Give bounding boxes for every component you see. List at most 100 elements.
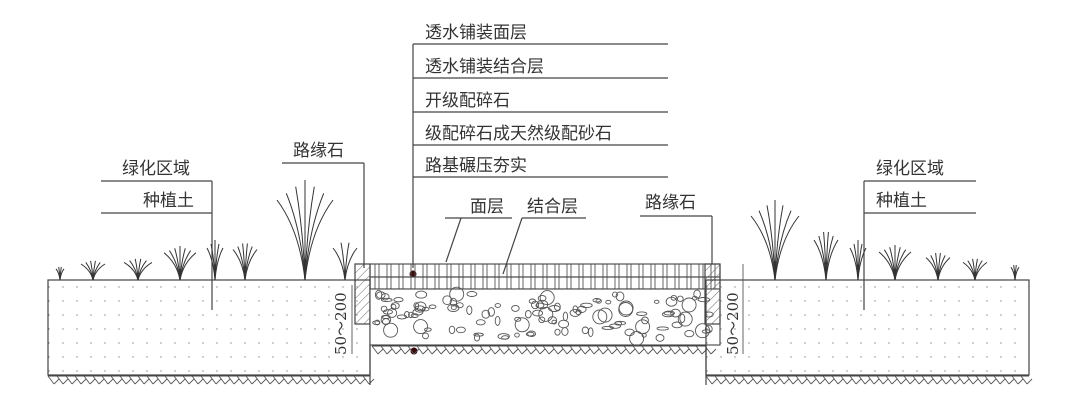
ground-hatch-mark (398, 345, 411, 355)
ground-hatch-mark (714, 375, 727, 385)
ground-hatch-mark (659, 345, 672, 355)
ground-hatch-mark (488, 345, 501, 355)
gravel-stone (531, 300, 540, 310)
layer-callout: 透水铺装面层 透水铺装结合层 开级配碎石 级配碎石成天然级配砂石 路基碾压夯实 (407, 23, 668, 355)
gravel-stone (525, 331, 535, 337)
ground-hatch-mark (254, 375, 267, 385)
ground-hatch-mark (903, 375, 916, 385)
bedding-leader (502, 217, 523, 275)
gravel-stone (569, 308, 581, 317)
plant-leaf (214, 247, 224, 281)
ground-hatch-mark (272, 375, 285, 385)
ground-hatch-mark (885, 375, 898, 385)
surface-leader (445, 217, 462, 263)
ground-hatch-mark (227, 375, 240, 385)
gravel-stone (414, 301, 427, 312)
ground-hatch-mark (578, 345, 591, 355)
ground-hatch-mark (849, 375, 862, 385)
gravel-stone (473, 333, 481, 342)
gravel-stone (404, 311, 410, 319)
right-green-area: 绿化区域 种植土 50～200 (705, 159, 1033, 385)
ground-hatch-mark (182, 375, 195, 385)
ground-hatch-mark (804, 375, 817, 385)
left-curb-label: 路缘石 (293, 141, 344, 161)
gravel-stone (580, 302, 593, 309)
plant-leaf (974, 261, 988, 281)
ground-hatch-mark (443, 345, 456, 355)
ground-hatch-mark (867, 375, 880, 385)
right-soil-label: 种植土 (876, 191, 927, 211)
ground-hatch-mark (813, 375, 826, 385)
gravel-stones (372, 286, 714, 346)
plant-leaf (137, 261, 153, 281)
gravel-stone (494, 303, 501, 308)
ground-hatch-mark (975, 375, 988, 385)
gravel-stone (635, 319, 651, 335)
plant-leaf (825, 239, 839, 281)
callout-label-open-graded: 开级配碎石 (425, 91, 510, 111)
left-planting-soil (47, 279, 371, 376)
gravel-stone (455, 302, 464, 309)
ground-hatch-mark (452, 345, 465, 355)
ground-hatch-mark (425, 345, 438, 355)
ground-hatch-mark (155, 375, 168, 385)
gravel-stone (514, 316, 522, 322)
ground-hatch-mark (1011, 375, 1024, 385)
gravel-stone (554, 328, 561, 336)
callout-label-subgrade: 路基碾压夯实 (425, 156, 527, 176)
plant-leaf (179, 252, 197, 281)
plant-leaf (276, 199, 306, 281)
ground-hatch-mark (461, 345, 474, 355)
ground-hatch-mark (470, 345, 483, 355)
ground-hatch-mark (822, 375, 835, 385)
ground-hatch-mark (236, 375, 249, 385)
gravel-stone (380, 315, 392, 325)
right-planting-soil (705, 279, 1030, 376)
gravel-stone (382, 309, 393, 315)
gravel-stone (487, 307, 495, 317)
bedding-layer (369, 276, 721, 290)
gravel-stone (481, 309, 491, 319)
gravel-stone (447, 303, 460, 312)
gravel-stone (396, 314, 408, 320)
ground-hatch-mark (677, 345, 690, 355)
ground-hatch-mark (912, 375, 925, 385)
plant-leaf (774, 215, 800, 281)
gravel-stone (537, 294, 547, 302)
ground-hatch-mark (641, 345, 654, 355)
gravel-stone (383, 322, 399, 338)
ground-hatch-mark (56, 375, 69, 385)
ground-hatch-mark (308, 375, 321, 385)
gravel-stone (422, 332, 429, 340)
ground-hatch-mark (750, 375, 763, 385)
gravel-stone (374, 289, 383, 300)
ground-hatch-mark (560, 345, 573, 355)
gravel-stone (448, 325, 456, 335)
gravel-stone (536, 299, 549, 310)
plant-leaf (59, 268, 65, 281)
gravel-stone (408, 311, 414, 319)
ground-hatch-mark (605, 345, 618, 355)
ground-hatch-mark (245, 375, 258, 385)
gravel-stone (380, 305, 388, 313)
ground-hatch-mark (317, 375, 330, 385)
gravel-stone (374, 319, 381, 326)
ground-hatch-mark (164, 375, 177, 385)
ground-hatch-mark (371, 345, 384, 355)
gravel-stone (414, 305, 426, 313)
ground-hatch-mark (65, 375, 78, 385)
ground-hatch-mark (173, 375, 186, 385)
gravel-stone (561, 327, 569, 336)
gravel-stone (581, 326, 589, 335)
gravel-stone (442, 295, 453, 306)
gravel-stone (618, 300, 634, 316)
ground-hatch-mark (389, 345, 402, 355)
gravel-stone (605, 299, 612, 305)
gravel-stone (511, 304, 520, 312)
ground-hatch-mark (732, 375, 745, 385)
ground-hatch-mark (650, 345, 663, 355)
gravel-stone (641, 316, 649, 325)
ground-hatch-mark (362, 375, 375, 385)
ground-hatch-mark (524, 345, 537, 355)
